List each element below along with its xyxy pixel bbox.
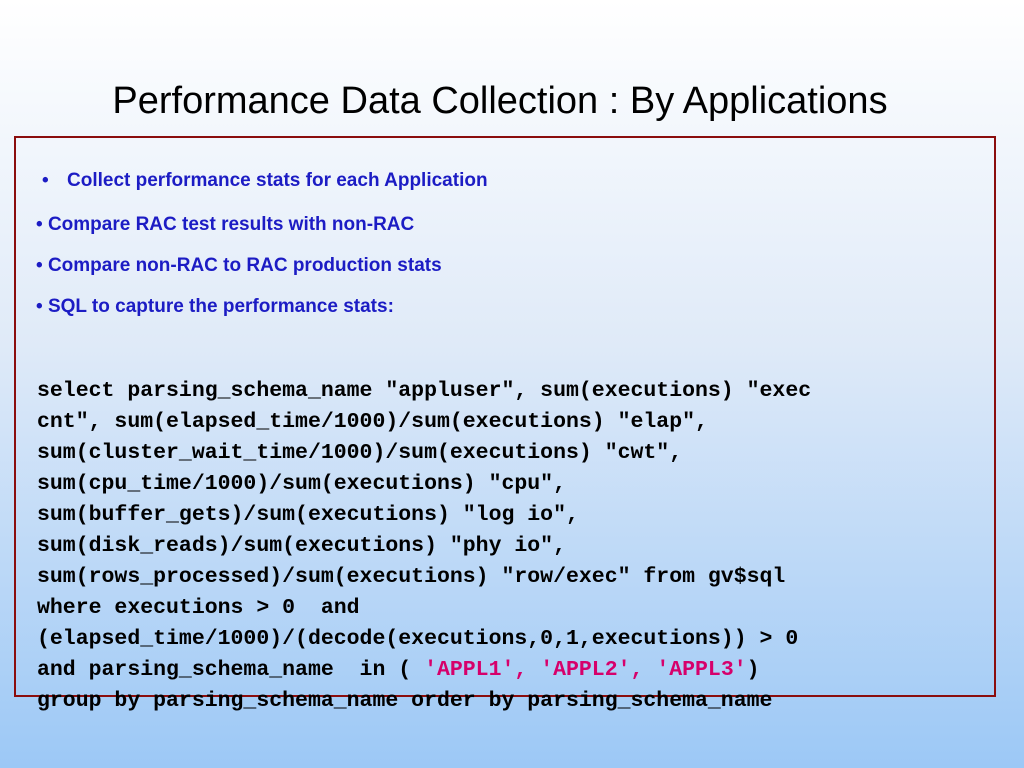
sql-line: sum(disk_reads)/sum(executions) "phy io"… (37, 534, 566, 558)
sql-line: sum(cpu_time/1000)/sum(executions) "cpu"… (37, 472, 566, 496)
bullet-marker: • (36, 214, 43, 235)
slide-title: Performance Data Collection : By Applica… (112, 80, 888, 122)
sql-line: sum(buffer_gets)/sum(executions) "log io… (37, 503, 579, 527)
sql-line: select parsing_schema_name "appluser", s… (37, 379, 812, 403)
sql-line-in-clause: and parsing_schema_name in ( 'APPL1', 'A… (37, 655, 997, 686)
sql-string-literals: 'APPL1', 'APPL2', 'APPL3' (424, 658, 747, 682)
sql-line: where executions > 0 and (37, 596, 360, 620)
bullet-marker: • (42, 170, 49, 191)
bullet-compare-production: • Compare non-RAC to RAC production stat… (36, 255, 442, 277)
bullet-text: Compare RAC test results with non-RAC (47, 214, 415, 235)
sql-in-suffix: ) (746, 658, 760, 682)
bullet-marker: • (36, 296, 43, 317)
sql-line: group by parsing_schema_name order by pa… (37, 689, 773, 713)
bullet-sql-capture: • SQL to capture the performance stats: (36, 296, 394, 318)
sql-line: sum(rows_processed)/sum(executions) "row… (37, 565, 786, 589)
sql-line: sum(cluster_wait_time/1000)/sum(executio… (37, 441, 683, 465)
bullet-collect-stats: • Collect performance stats for each Appl… (42, 170, 488, 192)
bullet-compare-rac-test: • Compare RAC test results with non-RAC (36, 214, 414, 236)
bullet-marker: • (36, 255, 43, 276)
sql-code-block: select parsing_schema_name "appluser", s… (37, 376, 997, 717)
sql-line: cnt", sum(elapsed_time/1000)/sum(executi… (37, 410, 708, 434)
sql-line: (elapsed_time/1000)/(decode(executions,0… (37, 627, 799, 651)
bullet-text: Collect performance stats for each Appli… (67, 170, 488, 191)
sql-in-prefix: and parsing_schema_name in ( (37, 658, 425, 682)
bullet-text: SQL to capture the performance stats: (47, 296, 394, 317)
content-frame (14, 136, 996, 697)
bullet-text: Compare non-RAC to RAC production stats (47, 255, 442, 276)
